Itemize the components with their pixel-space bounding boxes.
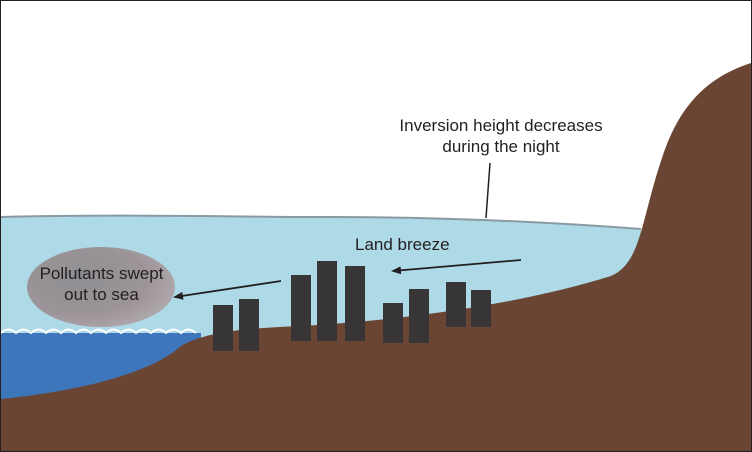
pollutant-drift-arrow — [173, 280, 282, 300]
building — [383, 303, 403, 343]
land-breeze-arrow — [391, 259, 522, 275]
building — [291, 275, 311, 341]
building — [345, 266, 365, 341]
sea-waves — [1, 328, 197, 335]
inversion-label-line-1: Inversion height decreases — [399, 116, 603, 135]
city-buildings — [213, 261, 491, 351]
pollutants-label-line-1: Pollutants swept — [39, 264, 164, 283]
building — [446, 282, 466, 327]
inversion-boundary-line — [1, 214, 642, 230]
pollutants-label-line-2: out to sea — [64, 285, 139, 304]
building — [239, 299, 259, 351]
building — [213, 305, 233, 351]
pollutants-label: Pollutants swept out to sea — [29, 263, 174, 305]
land — [1, 63, 751, 451]
building — [409, 289, 429, 343]
pollution-cloud — [27, 247, 175, 327]
inversion-label-line-2: during the night — [442, 137, 560, 156]
inversion-height-label: Inversion height decreases during the ni… — [381, 115, 621, 157]
building — [317, 261, 337, 341]
building — [471, 290, 491, 327]
inversion-leader-line — [485, 162, 491, 219]
land-breeze-label: Land breeze — [355, 235, 450, 254]
